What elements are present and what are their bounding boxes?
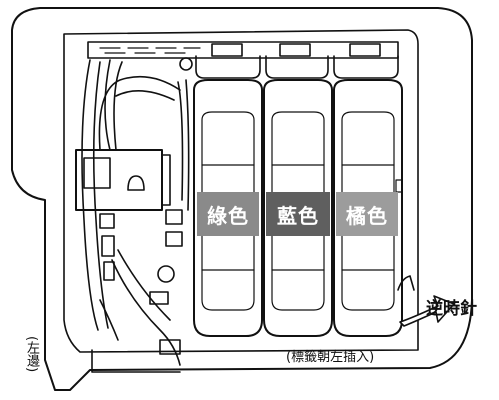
filter-canister-3 [333,79,403,337]
inner-frame [63,29,419,353]
side-label: (左邊) [24,336,39,373]
cabinet-outline [11,7,473,391]
control-box [75,149,163,211]
insert-note: (標籤朝左插入) [286,350,375,365]
filter-label-orange: 橘色 [336,192,398,236]
top-bracket [87,41,399,59]
filter-label-green: 綠色 [197,192,259,236]
rotate-direction-label: 逆時針 [426,299,477,319]
counterclockwise-arrow-icon [399,295,455,327]
filter-canister-2 [263,79,333,337]
filter-label-blue: 藍色 [266,192,330,236]
filter-canister-1 [193,79,263,337]
